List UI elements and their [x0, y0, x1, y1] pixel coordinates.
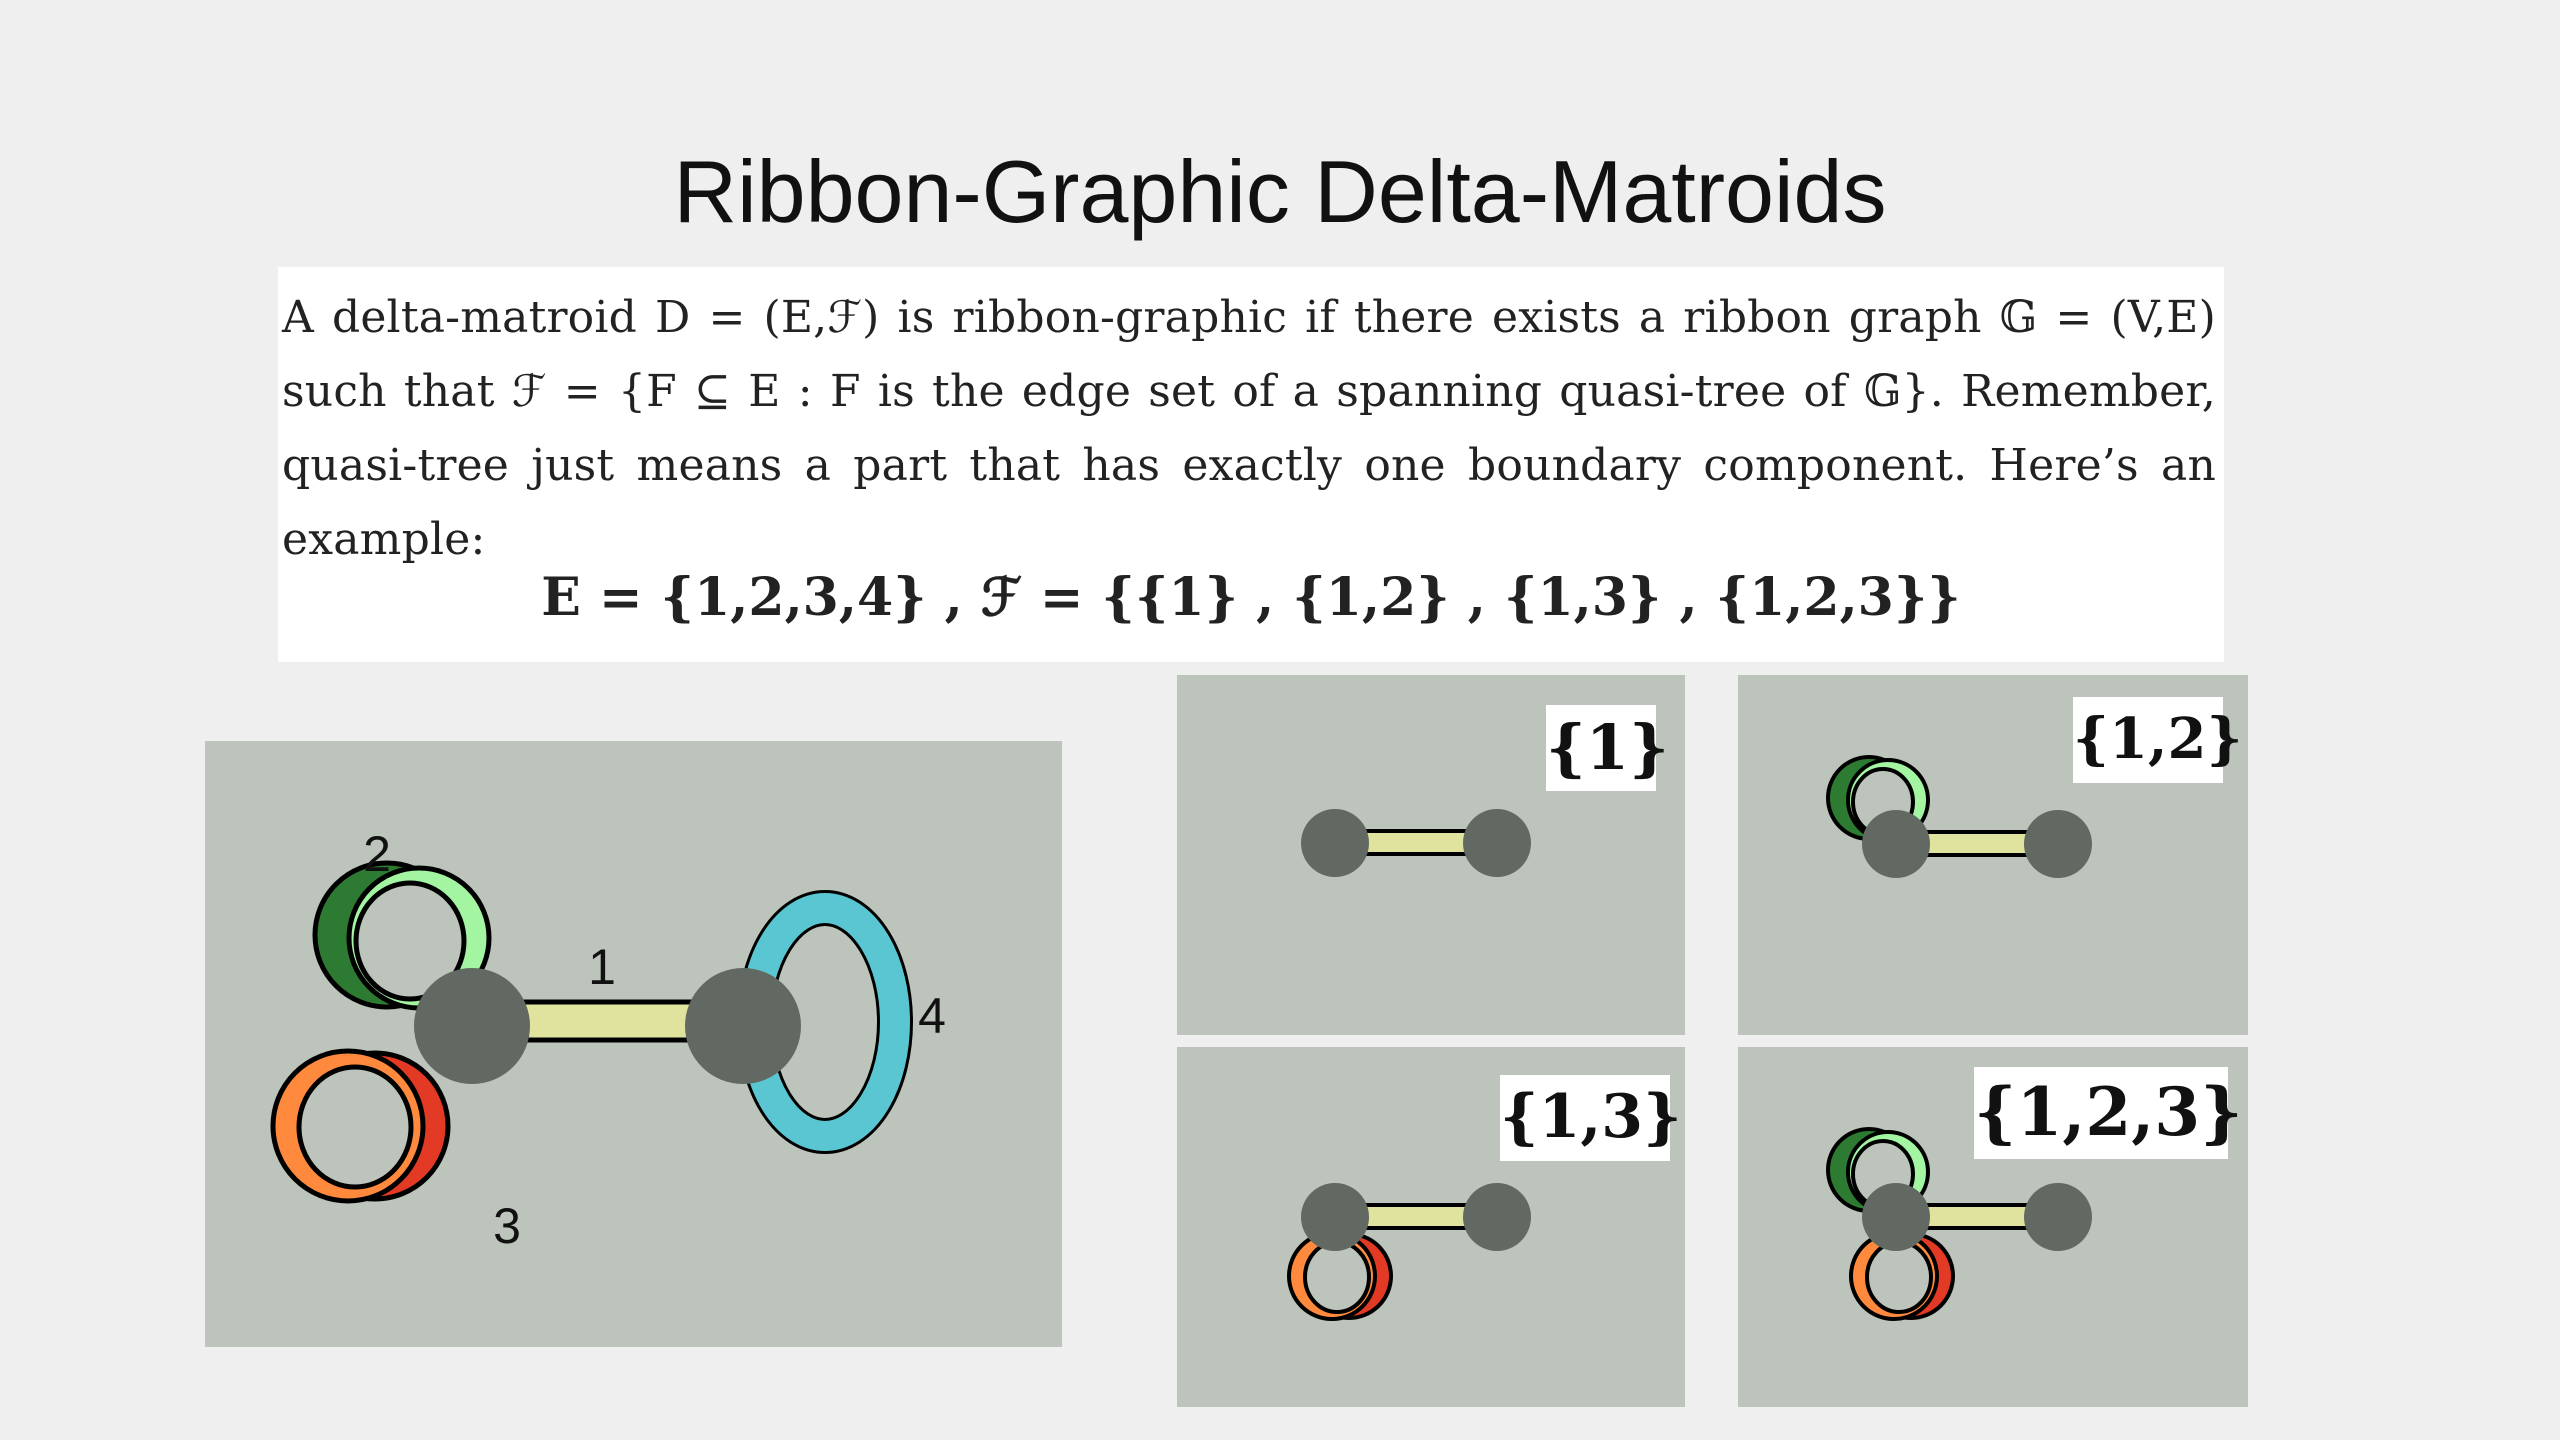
main-ribbon-graph: 1 2 3 4: [270, 826, 946, 1254]
vertex-right: [1463, 1183, 1531, 1251]
edge-label-4: 4: [918, 988, 946, 1044]
edge-label-1: 1: [588, 939, 616, 995]
edge-label-2: 2: [363, 826, 391, 882]
slide-title: Ribbon-Graphic Delta-Matroids: [673, 142, 1887, 241]
vertex-left: [1301, 1183, 1369, 1251]
edge-2-hole: [353, 880, 467, 1002]
main-ribbon-graph-panel: 1 2 3 4: [205, 741, 1062, 1347]
vertex-left: [414, 968, 530, 1084]
subset-graph-2: [1826, 755, 2092, 878]
edge-3-hole: [1303, 1240, 1371, 1314]
edge-3-hole: [296, 1064, 414, 1190]
subset-graph-3: [1287, 1183, 1531, 1321]
subset-graph-1: [1301, 809, 1531, 877]
subset-label: {1,3}: [1500, 1075, 1682, 1161]
definition-textbox: A delta-matroid D = (E,ℱ) is ribbon-grap…: [278, 267, 2224, 662]
subset-panel-4: {1,2,3}: [1738, 1047, 2248, 1407]
subset-panel-1: {1}: [1177, 675, 1685, 1035]
vertex-right: [2024, 810, 2092, 878]
definition-paragraph: A delta-matroid D = (E,ℱ) is ribbon-grap…: [282, 292, 2216, 565]
subset-panel-3: {1,3}: [1177, 1047, 1685, 1407]
edge-label-3: 3: [493, 1198, 521, 1254]
subset-label: {1,2,3}: [1974, 1067, 2243, 1159]
subset-panel-2: {1,2}: [1738, 675, 2248, 1035]
vertex-left: [1862, 1183, 1930, 1251]
vertex-left: [1862, 810, 1930, 878]
example-equation: E = {1,2,3,4} , ℱ = {{1} , {1,2} , {1,3}…: [541, 567, 1961, 628]
subset-label: {1}: [1546, 705, 1669, 791]
subset-label: {1,2}: [2073, 697, 2242, 783]
vertex-right: [1463, 809, 1531, 877]
edge-3-hole: [1865, 1240, 1933, 1314]
vertex-right: [685, 968, 801, 1084]
vertex-right: [2024, 1183, 2092, 1251]
vertex-left: [1301, 809, 1369, 877]
subset-graph-4: [1826, 1127, 2092, 1321]
